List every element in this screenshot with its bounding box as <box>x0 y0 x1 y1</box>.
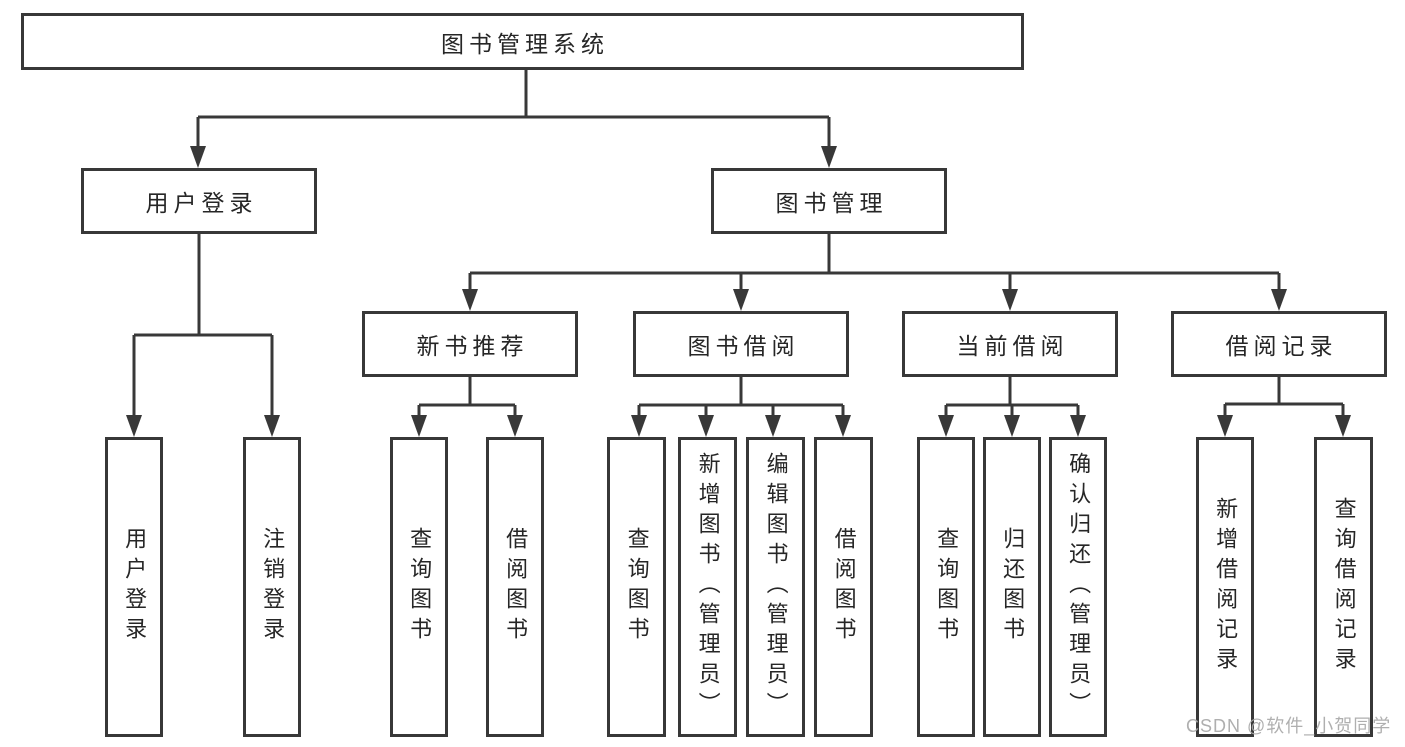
node-leaf-borrow-books-recommend: 借阅图书 <box>486 437 544 737</box>
node-label: 查询图书 <box>624 527 650 647</box>
node-root-label: 图书管理系统 <box>441 30 609 57</box>
csdn-watermark: CSDN @软件_小贺同学 <box>1186 716 1392 736</box>
node-leaf-return-books: 归还图书 <box>983 437 1041 737</box>
node-label: 归还图书 <box>1000 527 1026 647</box>
node-label: 借阅记录 <box>1225 333 1338 359</box>
node-label: 确认归还（管理员） <box>1066 452 1092 722</box>
node-label: 新增图书（管理员） <box>695 452 721 722</box>
node-book-management: 图书管理 <box>711 168 947 234</box>
node-current-borrowing: 当前借阅 <box>902 311 1118 377</box>
node-label: 编辑图书（管理员） <box>763 452 789 722</box>
node-label: 用户登录 <box>145 190 258 216</box>
node-label: 新增借阅记录 <box>1213 497 1239 677</box>
node-borrow-records: 借阅记录 <box>1171 311 1387 377</box>
node-leaf-add-books-admin: 新增图书（管理员） <box>678 437 737 737</box>
node-leaf-logout: 注销登录 <box>243 437 301 737</box>
node-leaf-user-login: 用户登录 <box>105 437 163 737</box>
node-leaf-query-books-current: 查询图书 <box>917 437 975 737</box>
node-new-book-recommend: 新书推荐 <box>362 311 578 377</box>
node-label: 当前借阅 <box>956 333 1069 359</box>
node-label: 借阅图书 <box>831 527 857 647</box>
node-book-borrowing: 图书借阅 <box>633 311 849 377</box>
node-leaf-confirm-return-admin: 确认归还（管理员） <box>1049 437 1107 737</box>
node-label: 借阅图书 <box>503 527 529 647</box>
node-label: 图书管理 <box>775 190 888 216</box>
node-label: 查询图书 <box>934 527 960 647</box>
node-label: 查询图书 <box>407 527 433 647</box>
node-leaf-query-borrow-record: 查询借阅记录 <box>1314 437 1373 737</box>
node-label: 新书推荐 <box>416 333 529 359</box>
node-label: 用户登录 <box>122 527 148 647</box>
node-leaf-borrow-books-borrowing: 借阅图书 <box>814 437 873 737</box>
node-label: 图书借阅 <box>687 333 800 359</box>
node-label: 注销登录 <box>260 527 286 647</box>
arrowheads <box>126 146 1351 437</box>
node-leaf-add-borrow-record: 新增借阅记录 <box>1196 437 1254 737</box>
node-leaf-edit-books-admin: 编辑图书（管理员） <box>746 437 805 737</box>
node-leaf-query-books-borrowing: 查询图书 <box>607 437 666 737</box>
node-root-system: 图书管理系统 <box>21 13 1024 70</box>
node-user-login-group: 用户登录 <box>81 168 317 234</box>
node-leaf-query-books-recommend: 查询图书 <box>390 437 448 737</box>
node-label: 查询借阅记录 <box>1331 497 1357 677</box>
